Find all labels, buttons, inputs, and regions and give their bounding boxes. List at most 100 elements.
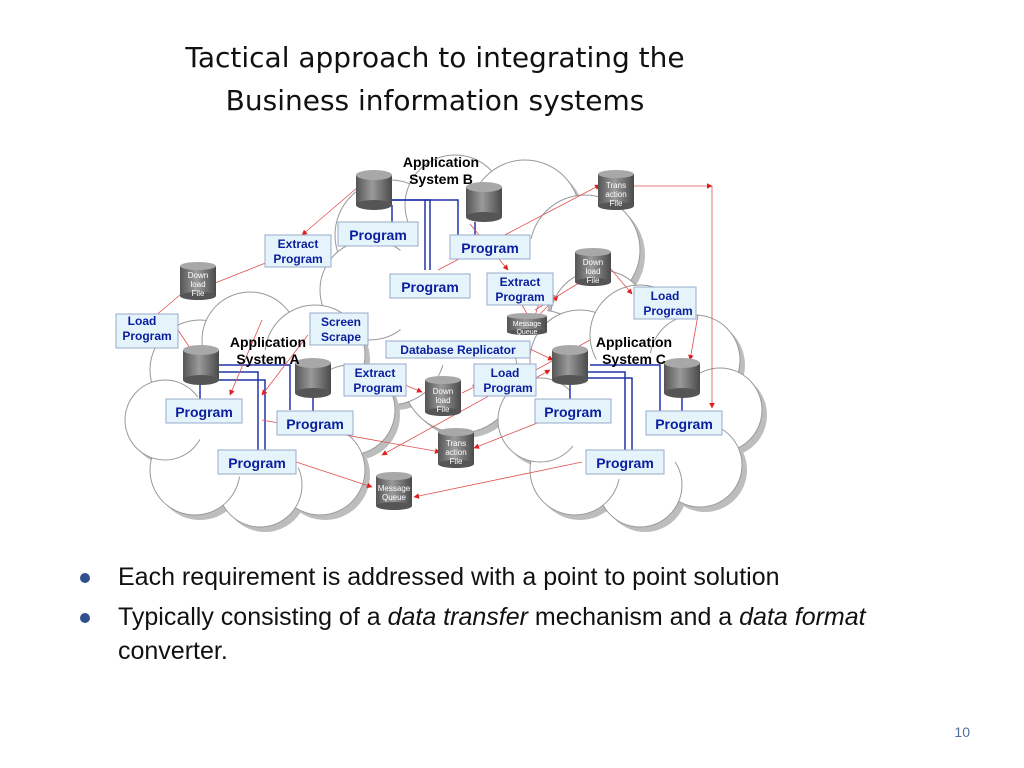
program-box-a2: Program xyxy=(276,410,354,436)
system-a-label-line-2: System A xyxy=(236,351,299,367)
system-b-label-line-2: System B xyxy=(409,171,473,187)
screen-scrape-box: Screen Scrape xyxy=(309,312,369,346)
program-box-b3: Program xyxy=(389,273,471,299)
transaction-file-middle: Trans action File xyxy=(438,428,474,468)
load-program-box-a-line-1: Load xyxy=(128,314,157,328)
screen-scrape-box-line-2: Scrape xyxy=(321,330,361,344)
transaction-file-top: Trans action File xyxy=(598,170,634,210)
load-program-box-c-line-1: Load xyxy=(651,289,680,303)
download-file-right-text-1: Down xyxy=(583,258,603,267)
download-file-middle-text-1: Down xyxy=(433,387,453,396)
system-a-label-line-1: Application xyxy=(230,334,306,350)
message-queue-bottom-text-1: Message xyxy=(378,484,411,493)
bullet-text-2-part-2: mechanism and a xyxy=(527,603,740,631)
system-b-label-line-1: Application xyxy=(403,154,479,170)
page-number: 10 xyxy=(954,724,970,740)
bullet-dot xyxy=(80,613,90,623)
program-box-b2: Program xyxy=(449,234,531,260)
database-cylinders xyxy=(183,170,700,398)
message-queue-middle: Message Queue xyxy=(507,313,547,336)
program-box-c3: Program xyxy=(585,449,665,475)
program-box-a2-label: Program xyxy=(286,416,344,432)
bullet-text-1: Each requirement is addressed with a poi… xyxy=(118,563,780,591)
load-program-box-ac-line-1: Load xyxy=(491,366,520,380)
database-icon-system-b-1 xyxy=(356,170,392,210)
message-queue-bottom: Message Queue xyxy=(376,472,412,510)
transaction-file-top-text-2: action xyxy=(605,190,626,199)
program-box-a1-label: Program xyxy=(175,404,233,420)
load-program-box-ac: Load Program xyxy=(473,363,537,397)
transaction-file-middle-text-3: File xyxy=(450,457,463,466)
extract-program-box-bc-line-2: Program xyxy=(495,290,544,304)
extract-program-box-b-line-1: Extract xyxy=(278,237,319,251)
program-box-b1-label: Program xyxy=(349,227,407,243)
program-boxes: Program Program Program Program Program … xyxy=(115,221,723,475)
bullet-item-2: Typically consisting of a data transfer … xyxy=(80,600,980,668)
extract-program-box-b: Extract Program xyxy=(264,234,332,268)
load-program-box-a: Load Program xyxy=(115,313,179,349)
download-file-left-text-1: Down xyxy=(188,271,208,280)
bullet-text-2-emphasis-1: data transfer xyxy=(387,603,528,631)
download-file-left: Down load File xyxy=(180,262,216,300)
bullet-text-2-part-1: Typically consisting of a xyxy=(118,603,388,631)
download-file-right-text-3: File xyxy=(587,276,600,285)
system-c-label-line-2: System C xyxy=(602,351,666,367)
load-program-box-a-line-2: Program xyxy=(122,329,171,343)
download-file-right-text-2: load xyxy=(585,267,600,276)
file-cylinders: Down load File Down load File Down load … xyxy=(180,170,634,510)
extract-program-box-ac-line-2: Program xyxy=(353,381,402,395)
system-c-label-line-1: Application xyxy=(596,334,672,350)
system-a-label: Application System A xyxy=(230,334,306,367)
program-box-c1-label: Program xyxy=(544,404,602,420)
download-file-right: Down load File xyxy=(575,248,611,286)
program-box-c1: Program xyxy=(534,398,612,424)
load-program-box-c-line-2: Program xyxy=(643,304,692,318)
load-program-box-c: Load Program xyxy=(633,286,697,320)
slide-title-line-2: Business information systems xyxy=(225,84,645,117)
program-box-c2-label: Program xyxy=(655,416,713,432)
bullet-text-2-emphasis-2: data format xyxy=(739,603,866,631)
system-labels: Application System B Application System … xyxy=(230,154,672,367)
database-icon-system-a-1 xyxy=(183,345,219,385)
database-icon-system-c-1 xyxy=(552,345,588,385)
bullet-text-2-part-3: converter. xyxy=(118,637,228,665)
message-queue-middle-text-1: Message xyxy=(513,321,542,328)
program-box-a3-label: Program xyxy=(228,455,286,471)
download-file-middle-text-3: File xyxy=(437,405,450,414)
program-box-b3-label: Program xyxy=(401,279,459,295)
download-file-middle: Down load File xyxy=(425,376,461,416)
program-box-c3-label: Program xyxy=(596,455,654,471)
transaction-file-top-text-3: File xyxy=(610,199,623,208)
extract-program-box-ac: Extract Program xyxy=(343,363,407,397)
extract-program-box-bc-line-1: Extract xyxy=(500,275,541,289)
program-box-a3: Program xyxy=(217,449,297,475)
data-flow-arrows xyxy=(147,183,715,499)
database-icon-system-c-2 xyxy=(664,358,700,398)
blue-links xyxy=(199,199,683,450)
download-file-middle-text-2: load xyxy=(435,396,450,405)
message-queue-bottom-text-2: Queue xyxy=(382,493,407,502)
message-queue-middle-text-2: Queue xyxy=(516,329,537,336)
transaction-file-middle-text-1: Trans xyxy=(446,439,466,448)
integration-diagram: Down load File Down load File Down load … xyxy=(115,154,767,532)
database-replicator-label: Database Replicator xyxy=(400,343,516,357)
load-program-box-ac-line-2: Program xyxy=(483,381,532,395)
transaction-file-top-text-1: Trans xyxy=(606,181,626,190)
program-box-b2-label: Program xyxy=(461,240,519,256)
transaction-file-middle-text-2: action xyxy=(445,448,466,457)
program-box-a1: Program xyxy=(165,398,243,424)
extract-program-box-ac-line-1: Extract xyxy=(355,366,396,380)
database-icon-system-b-2 xyxy=(466,182,502,222)
program-box-c2: Program xyxy=(645,410,723,436)
system-b-label: Application System B xyxy=(403,154,479,187)
bullet-dot xyxy=(80,573,90,583)
extract-program-box-b-line-2: Program xyxy=(273,252,322,266)
screen-scrape-box-line-1: Screen xyxy=(321,315,361,329)
database-icon-system-a-2 xyxy=(295,358,331,398)
bullet-list: Each requirement is addressed with a poi… xyxy=(80,560,980,674)
bullet-item-1: Each requirement is addressed with a poi… xyxy=(80,560,980,594)
system-c-label: Application System C xyxy=(596,334,672,367)
extract-program-box-bc: Extract Program xyxy=(486,272,554,306)
program-box-b1: Program xyxy=(337,221,419,247)
